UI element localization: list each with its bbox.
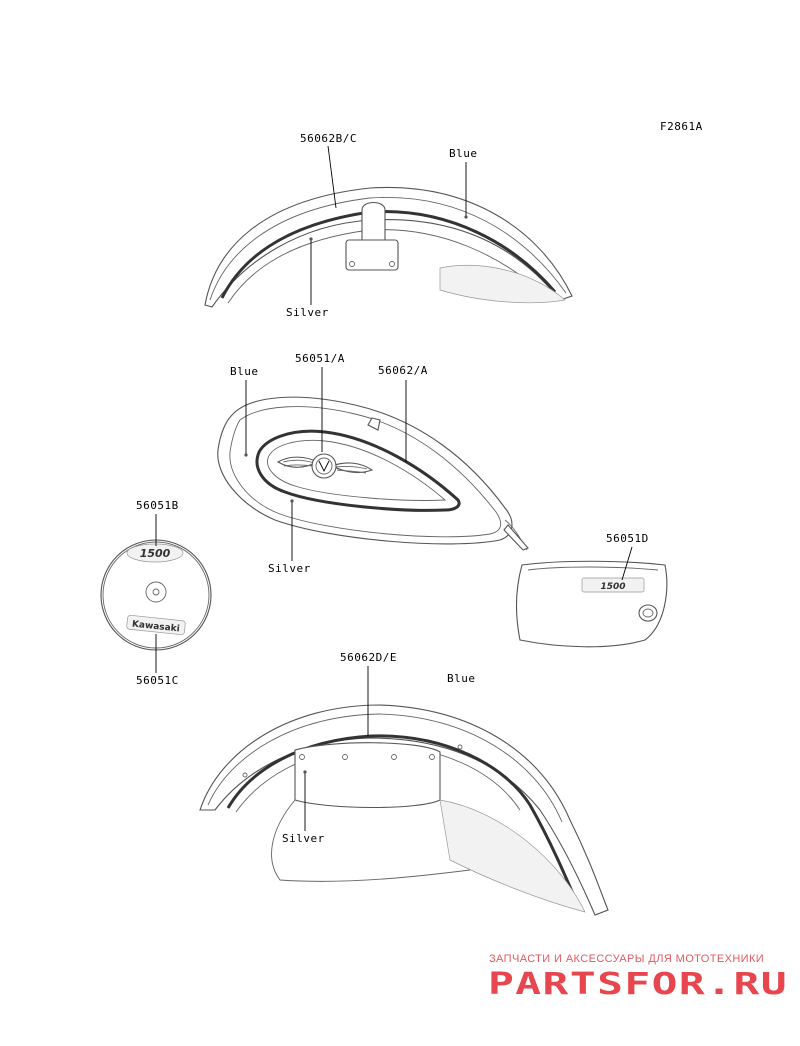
label-tank-blue: Blue bbox=[230, 365, 259, 378]
point-rear-fender-silver bbox=[303, 770, 307, 774]
leader-side-cover-part bbox=[621, 546, 633, 581]
rear-fender bbox=[199, 704, 609, 916]
watermark-tagline: ЗАПЧАСТИ И АКСЕССУАРЫ ДЛЯ МОТОТЕХНИКИ bbox=[489, 953, 764, 965]
label-round-cover-top: 56051B bbox=[136, 499, 179, 512]
watermark-brand: PARTSFOR.RU bbox=[488, 967, 788, 1002]
label-rear-fender-part: 56062D/E bbox=[340, 651, 397, 664]
label-tank-emblem-part: 56051/A bbox=[295, 352, 345, 365]
round-decal-top: 1500 bbox=[140, 547, 171, 560]
label-side-cover-part: 56051D bbox=[606, 532, 649, 545]
point-front-fender-blue bbox=[464, 215, 468, 219]
side-decal: 1500 bbox=[600, 582, 625, 592]
label-front-fender-blue: Blue bbox=[449, 147, 478, 160]
label-tank-stripe-part: 56062/A bbox=[378, 364, 428, 377]
point-front-fender-silver bbox=[309, 237, 313, 241]
side-cover: 1500 bbox=[515, 560, 668, 648]
label-rear-fender-silver: Silver bbox=[282, 832, 325, 845]
wing-emblem-icon bbox=[276, 453, 374, 479]
label-rear-fender-blue: Blue bbox=[447, 672, 476, 685]
round-decal-bottom: Kawasaki bbox=[131, 620, 180, 635]
point-tank-silver bbox=[290, 499, 294, 503]
label-front-fender-silver: Silver bbox=[286, 306, 329, 319]
figure-code: F2861A bbox=[660, 120, 703, 133]
label-tank-silver: Silver bbox=[268, 562, 311, 575]
fuel-tank bbox=[217, 396, 529, 551]
leader-front-fender-part bbox=[327, 145, 337, 209]
round-cover: 1500 Kawasaki bbox=[100, 539, 212, 651]
point-tank-blue bbox=[244, 453, 248, 457]
label-round-cover-bottom: 56051C bbox=[136, 674, 179, 687]
label-front-fender-part: 56062B/C bbox=[300, 132, 357, 145]
front-fender bbox=[204, 186, 573, 308]
